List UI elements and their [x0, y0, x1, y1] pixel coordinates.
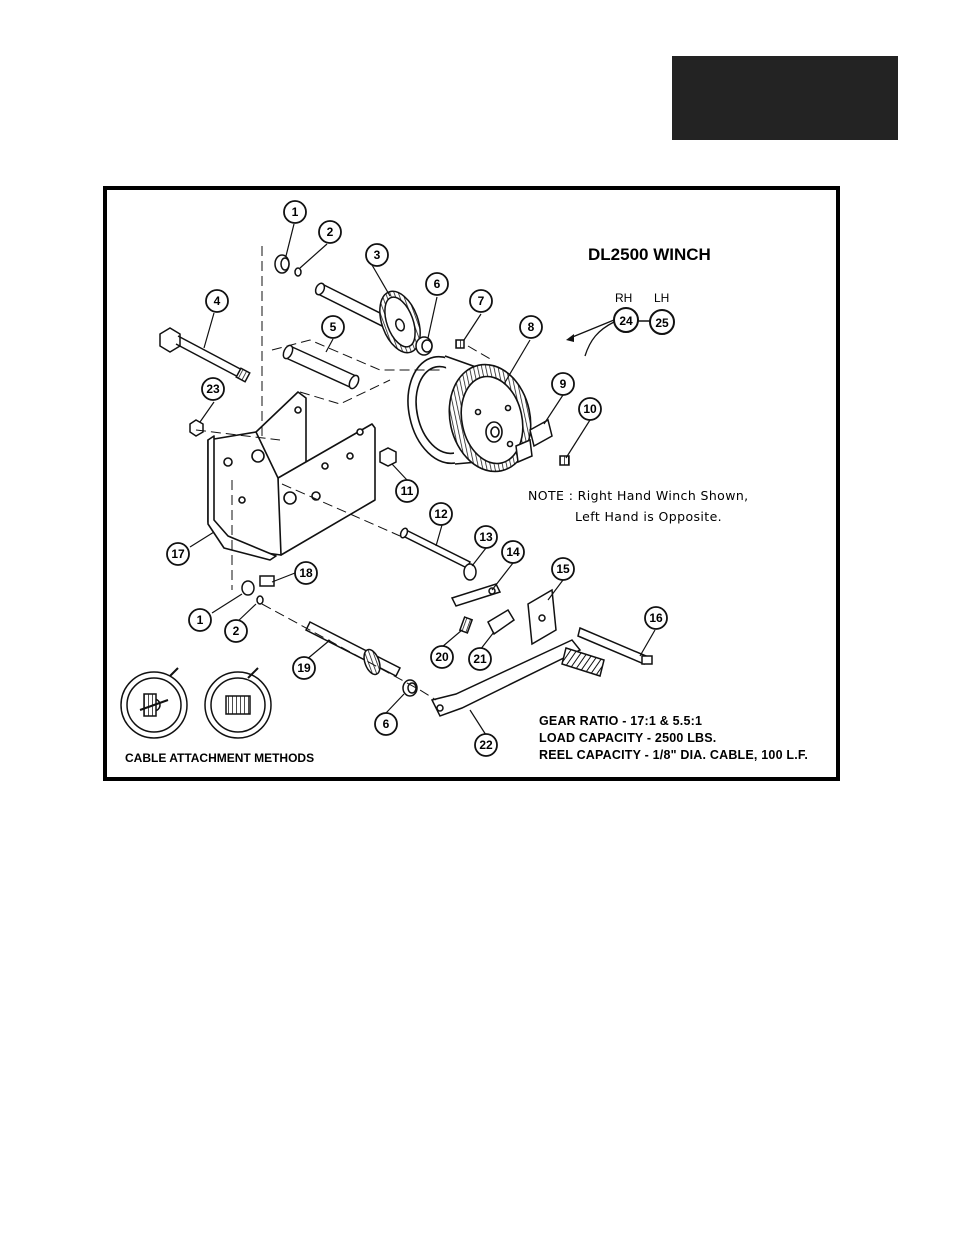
- callout-2: 2: [319, 221, 341, 243]
- callout-1: 1: [284, 201, 306, 223]
- washer-13: [464, 564, 476, 580]
- ratchet-plate-15: [528, 590, 556, 644]
- callout-18: 18: [295, 562, 317, 584]
- lh-label: LH: [654, 291, 669, 305]
- callout-5: 5: [322, 316, 344, 338]
- arrow-icon: [566, 334, 574, 342]
- cable-attachment-caption: CABLE ATTACHMENT METHODS: [125, 751, 314, 765]
- svg-text:22: 22: [479, 738, 493, 752]
- callout-25: 25: [650, 310, 674, 334]
- callout-19: 19: [293, 657, 315, 679]
- callout-1: 1: [189, 609, 211, 631]
- svg-text:2: 2: [327, 225, 334, 239]
- svg-text:12: 12: [434, 507, 448, 521]
- input-shaft-19: [306, 622, 400, 677]
- svg-text:24: 24: [619, 314, 633, 328]
- bushing-lower-6: [403, 680, 417, 696]
- callout-24: 24: [614, 308, 638, 332]
- svg-text:7: 7: [478, 294, 485, 308]
- callout-12: 12: [430, 503, 452, 525]
- svg-text:16: 16: [649, 611, 663, 625]
- spec-gear-ratio: GEAR RATIO - 17:1 & 5.5:1: [539, 714, 702, 728]
- svg-text:19: 19: [297, 661, 311, 675]
- cable-attachment-drum-1: [121, 668, 187, 738]
- rh-label: RH: [615, 291, 632, 305]
- svg-text:15: 15: [556, 562, 570, 576]
- bushing-upper-6: [416, 337, 432, 355]
- svg-text:9: 9: [560, 377, 567, 391]
- callout-17: 17: [167, 543, 189, 565]
- bolt-long: [160, 328, 250, 382]
- callout-3: 3: [366, 244, 388, 266]
- callout-4: 4: [206, 290, 228, 312]
- svg-text:11: 11: [401, 484, 414, 498]
- svg-text:8: 8: [528, 320, 535, 334]
- svg-text:6: 6: [434, 277, 441, 291]
- screw-7: [456, 340, 464, 348]
- pawl-shaft: [399, 527, 470, 568]
- callout-23: 23: [202, 378, 224, 400]
- svg-text:3: 3: [374, 248, 381, 262]
- svg-text:17: 17: [171, 547, 185, 561]
- nut-23: [190, 420, 203, 436]
- diagram-title: DL2500 WINCH: [588, 245, 711, 264]
- bushing-top: [275, 255, 301, 276]
- callout-14: 14: [502, 541, 524, 563]
- spacer-tube: [281, 344, 360, 390]
- nut-11: [380, 448, 396, 466]
- svg-text:18: 18: [299, 566, 313, 580]
- callout-15: 15: [552, 558, 574, 580]
- callout-11: 11: [396, 480, 418, 502]
- svg-text:25: 25: [655, 316, 669, 330]
- callout-2: 2: [225, 620, 247, 642]
- winch-frame-drawing: [208, 392, 375, 560]
- svg-text:6: 6: [383, 717, 390, 731]
- svg-text:10: 10: [583, 402, 597, 416]
- callout-9: 9: [552, 373, 574, 395]
- svg-text:4: 4: [214, 294, 221, 308]
- pawl-14: [452, 584, 500, 606]
- svg-text:1: 1: [197, 613, 204, 627]
- callout-6: 6: [426, 273, 448, 295]
- callout-20: 20: [431, 646, 453, 668]
- pawl-plate-21: [488, 610, 514, 634]
- spec-load-capacity: LOAD CAPACITY - 2500 LBS.: [539, 731, 717, 745]
- svg-text:5: 5: [330, 320, 337, 334]
- callout-22: 22: [475, 734, 497, 756]
- svg-text:21: 21: [473, 652, 487, 666]
- svg-text:1: 1: [292, 205, 299, 219]
- callout-8: 8: [520, 316, 542, 338]
- svg-text:14: 14: [506, 545, 520, 559]
- svg-text:2: 2: [233, 624, 240, 638]
- callout-10: 10: [579, 398, 601, 420]
- crank-handle: [432, 640, 604, 716]
- callout-16: 16: [645, 607, 667, 629]
- svg-text:20: 20: [435, 650, 449, 664]
- note-line-1: NOTE : Right Hand Winch Shown,: [528, 488, 749, 503]
- callout-6: 6: [375, 713, 397, 735]
- callout-13: 13: [475, 526, 497, 548]
- cable-attachment-drum-2: [205, 668, 271, 738]
- svg-text:23: 23: [206, 382, 220, 396]
- spec-reel-capacity: REEL CAPACITY - 1/8" DIA. CABLE, 100 L.F…: [539, 748, 808, 762]
- bushing-lower: [242, 576, 274, 604]
- callout-7: 7: [470, 290, 492, 312]
- callout-21: 21: [469, 648, 491, 670]
- svg-text:13: 13: [479, 530, 493, 544]
- note-line-2: Left Hand is Opposite.: [575, 509, 722, 524]
